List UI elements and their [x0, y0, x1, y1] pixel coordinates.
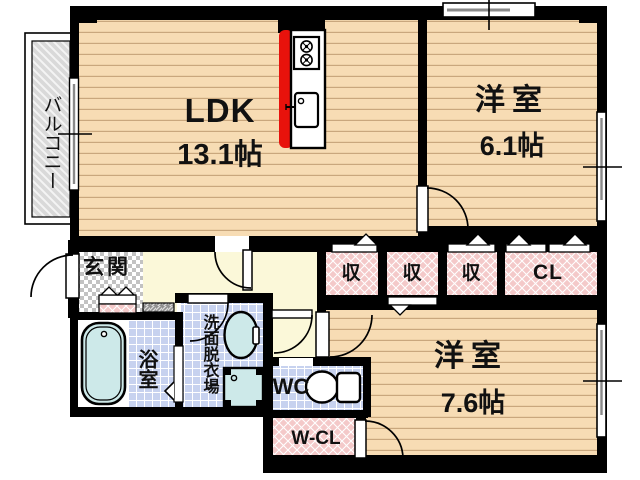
storage-1-label: 収 — [341, 263, 361, 284]
toilet-icon — [304, 370, 362, 404]
ldk-floor — [74, 16, 422, 242]
wc-door-icon — [271, 309, 313, 354]
closet-doors — [331, 233, 591, 316]
closet-strip — [318, 248, 600, 300]
window-top-icon — [442, 0, 536, 30]
bedroom-7-6-size-label: 7.6帖 — [440, 388, 506, 418]
washing-machine-icon — [222, 366, 265, 409]
ldk-size-label: 13.1帖 — [177, 139, 263, 171]
ldk-room-label: LDK — [184, 92, 256, 129]
stove-icon — [292, 35, 321, 71]
doors — [30, 185, 469, 459]
wcl-door-icon — [354, 419, 404, 459]
bedroom-6-1-label: 洋室 — [475, 84, 549, 117]
washbasin-icon — [223, 310, 260, 360]
bedroom-7-6-floor — [326, 303, 601, 459]
kitchen — [279, 28, 327, 150]
entrance-door-icon — [30, 253, 80, 299]
doormat-icon — [142, 302, 175, 313]
bedroom-7-6-door-icon — [315, 311, 373, 358]
bedroom-6-1-floor — [423, 16, 601, 230]
window-right-upper-icon — [583, 111, 622, 222]
bedroom-6-1-size-label: 6.1帖 — [479, 131, 545, 161]
closet-label: CL — [533, 261, 563, 284]
balcony-label: バルコニー — [40, 94, 62, 190]
ldk-door-icon — [214, 236, 253, 291]
wcl-floor — [270, 415, 360, 460]
storage-3-label: 収 — [461, 263, 481, 284]
balcony-sliding-door-icon — [58, 77, 92, 191]
bathroom-label: 浴室 — [135, 349, 157, 389]
entrance-label: 玄関 — [83, 256, 131, 279]
window-right-lower-icon — [583, 323, 622, 438]
sink-icon — [285, 91, 320, 129]
wc-opening — [279, 358, 313, 366]
corridor-nook-floor — [270, 295, 320, 361]
washroom-label: 洗面脱衣場 — [200, 314, 218, 394]
corridor-floor — [130, 248, 320, 297]
kitchen-counter-red — [279, 30, 293, 148]
wcl-label: W-CL — [291, 428, 341, 449]
bedroom-7-6-label: 洋室 — [434, 340, 508, 373]
bathroom-door-icon — [163, 345, 184, 403]
storage-2-label: 収 — [402, 263, 422, 284]
bathtub-icon — [80, 321, 127, 406]
windows — [58, 0, 622, 438]
balcony — [24, 32, 74, 225]
entrance-step — [98, 286, 137, 314]
washroom-door-icon — [187, 293, 229, 342]
wc-label: WC — [272, 374, 310, 399]
bedroom-6-1-door-icon — [416, 185, 469, 233]
